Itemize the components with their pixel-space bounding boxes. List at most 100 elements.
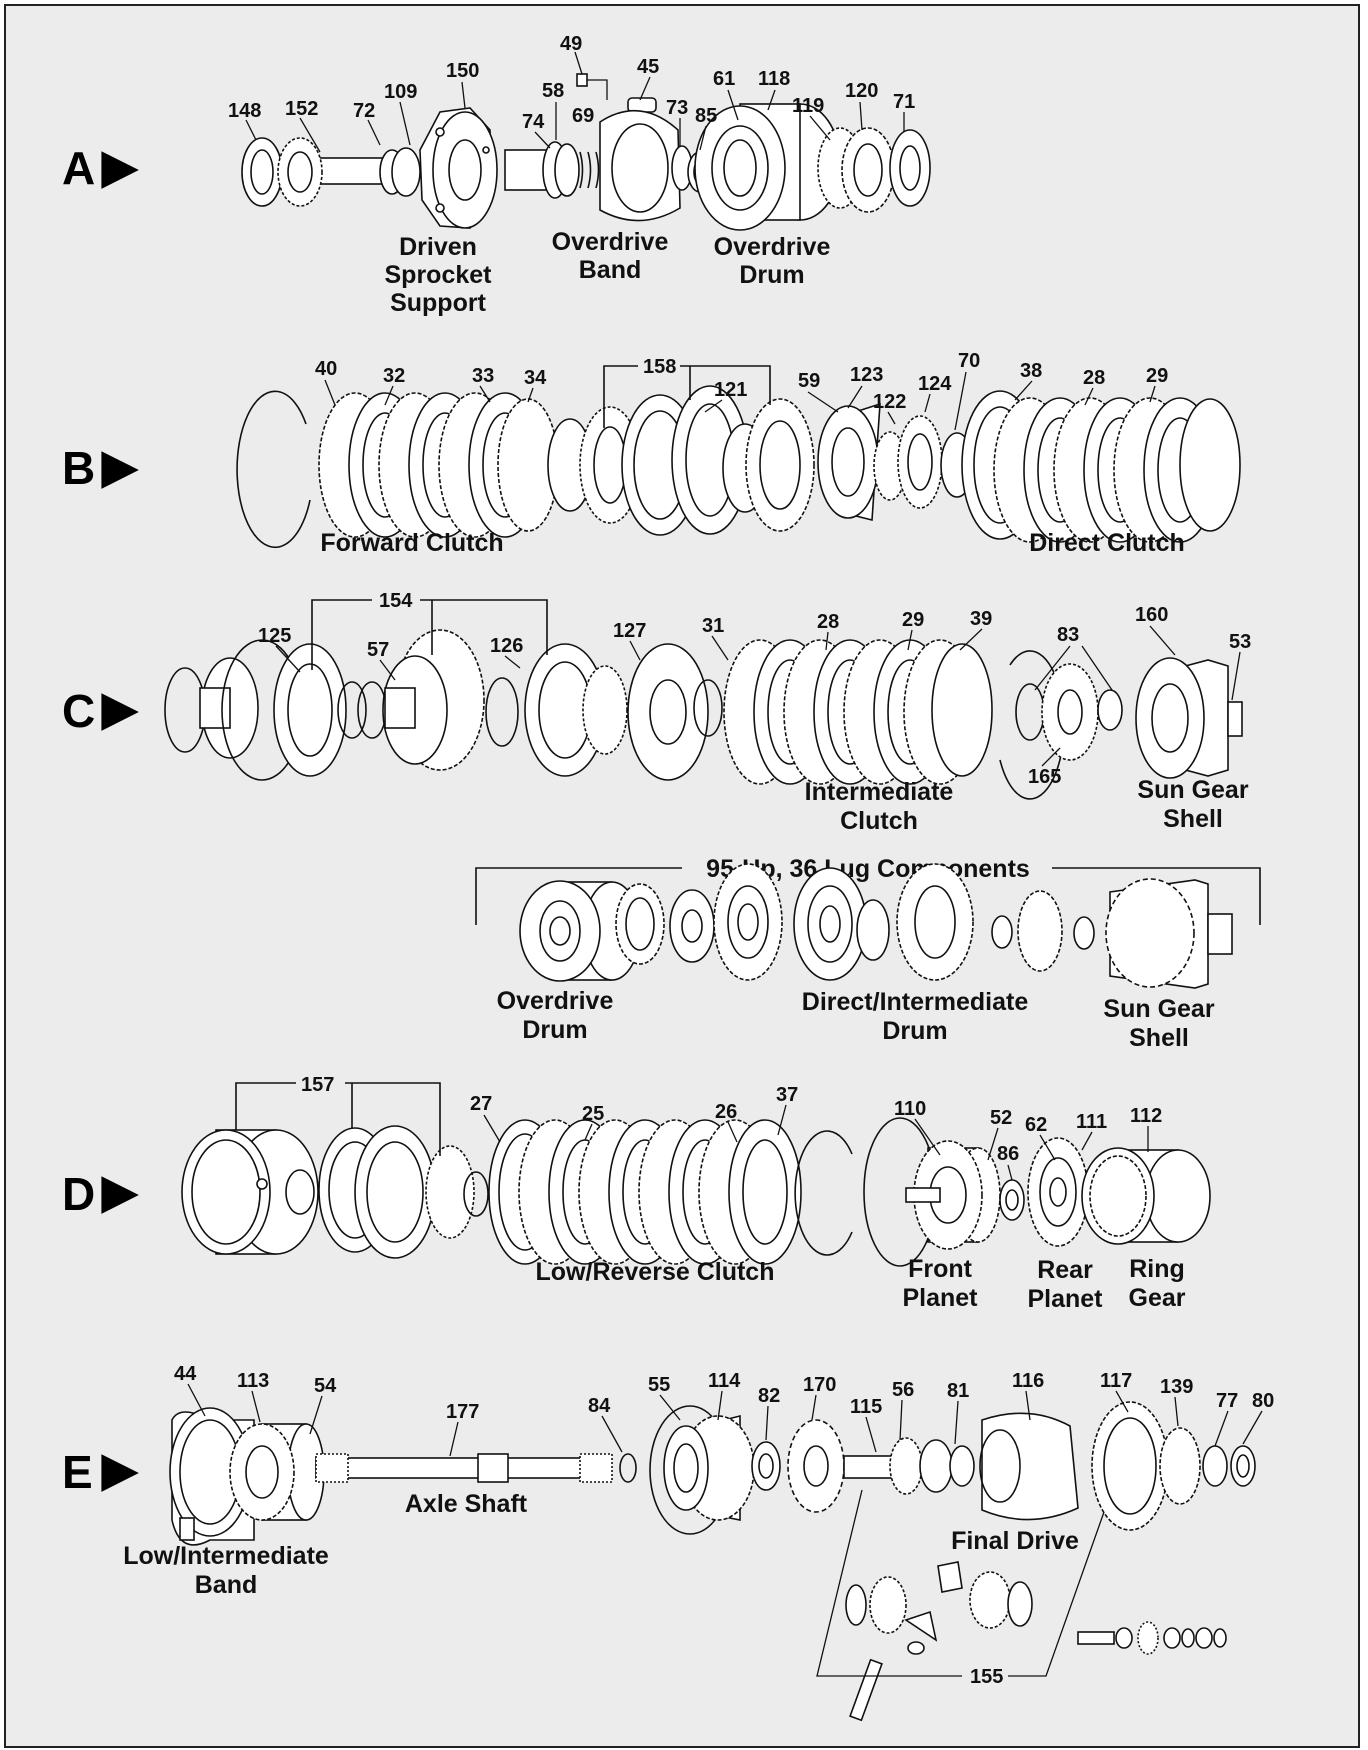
caption-sun-gear-shell-2: Shell [1163,805,1223,833]
callout-26: 26 [715,1101,737,1123]
section-a-captions: Driven Sprocket Support Overdrive Band O… [385,228,831,317]
caption-overdrive-drum-95-1: Overdrive [497,987,614,1015]
callout-80: 80 [1252,1390,1274,1412]
callout-119: 119 [792,95,824,117]
caption-final-drive: Final Drive [951,1527,1079,1555]
caption-low-intermediate-band-2: Band [195,1571,258,1599]
section-a: A ▶ [62,33,931,317]
caption-direct-intermediate-drum-2: Drum [882,1017,947,1045]
callout-126: 126 [490,635,523,657]
caption-driven-sprocket-support-1: Driven [399,233,477,261]
callout-150: 150 [446,60,479,82]
callout-170: 170 [803,1374,836,1396]
callout-49: 49 [560,33,582,55]
callout-52: 52 [990,1107,1012,1129]
section-c-callouts: 125 154 57 126 127 31 28 29 39 83 160 53… [258,590,1251,788]
caption-overdrive-drum-95-2: Drum [522,1016,587,1044]
callout-39: 39 [970,608,992,630]
section-d-arrow-icon: ▶ [101,1165,139,1217]
caption-overdrive-drum-2: Drum [739,261,804,289]
callout-28: 28 [817,611,839,633]
section-b-parts [236,385,1241,549]
callout-154: 154 [379,590,413,612]
callout-34: 34 [524,367,547,389]
caption-driven-sprocket-support-3: Support [390,289,486,317]
caption-front-planet-1: Front [908,1255,973,1283]
callout-155: 155 [970,1666,1003,1688]
section-c-captions: Intermediate Clutch Sun Gear Shell [805,776,1249,835]
section-b-captions: Forward Clutch Direct Clutch [320,529,1184,557]
section-a-arrow-icon: ▶ [101,140,139,192]
caption-axle-shaft: Axle Shaft [405,1490,528,1518]
callout-56: 56 [892,1379,914,1401]
callout-72: 72 [353,100,375,122]
callout-55: 55 [648,1374,670,1396]
callout-111: 111 [1076,1111,1107,1133]
caption-rear-planet-2: Planet [1027,1285,1103,1313]
callout-59: 59 [798,370,820,392]
callout-74: 74 [522,111,545,133]
callout-86: 86 [997,1143,1019,1165]
callout-29: 29 [1146,365,1168,387]
section-e-letter: E [62,1446,93,1498]
section-e-captions: Axle Shaft Low/Intermediate Band Final D… [123,1490,1079,1599]
callout-70: 70 [958,350,980,372]
callout-118: 118 [758,68,790,90]
callout-25: 25 [582,1103,604,1125]
callout-28: 28 [1083,367,1105,389]
section-c-letter: C [62,685,95,737]
callout-61: 61 [713,68,735,90]
callout-109: 109 [384,81,417,103]
callout-127: 127 [613,620,646,642]
callout-158: 158 [643,356,676,378]
group-95-up-captions: Overdrive Drum Direct/Intermediate Drum … [497,987,1215,1052]
callout-120: 120 [845,80,878,102]
callout-77: 77 [1216,1390,1238,1412]
section-d: D ▶ [62,1074,1211,1313]
caption-rear-planet-1: Rear [1037,1256,1093,1284]
section-b-callouts: 40 32 33 34 158 121 59 123 122 124 70 38… [315,350,1168,431]
callout-121: 121 [714,379,747,401]
callout-165: 165 [1028,766,1061,788]
callout-117: 117 [1100,1370,1132,1392]
caption-direct-intermediate-drum-1: Direct/Intermediate [802,988,1029,1016]
section-e: E ▶ [62,1363,1274,1722]
callout-122: 122 [873,391,906,413]
section-d-callouts: 157 27 25 26 37 110 52 86 62 111 112 [235,1074,1162,1181]
callout-110: 110 [894,1098,926,1120]
callout-29: 29 [902,609,924,631]
caption-sun-gear-shell-95-1: Sun Gear [1103,995,1214,1023]
caption-overdrive-band-2: Band [579,256,642,284]
callout-115: 115 [850,1396,882,1418]
section-e-callouts: 44 113 54 177 84 55 114 82 170 115 56 81… [174,1363,1274,1688]
callout-57: 57 [367,639,389,661]
callout-32: 32 [383,365,405,387]
section-c-parts [164,629,1243,800]
callout-71: 71 [893,91,915,113]
callout-81: 81 [947,1380,969,1402]
section-b-letter: B [62,442,95,494]
caption-ring-gear-2: Gear [1129,1284,1186,1312]
callout-27: 27 [470,1093,492,1115]
callout-84: 84 [588,1395,611,1417]
callout-139: 139 [1160,1376,1193,1398]
caption-intermediate-clutch-1: Intermediate [805,778,954,806]
section-c: C ▶ [62,590,1251,835]
callout-160: 160 [1135,604,1168,626]
caption-overdrive-drum-1: Overdrive [714,233,831,261]
section-c-arrow-icon: ▶ [101,682,139,734]
callout-58: 58 [542,80,564,102]
section-a-callouts: 148 152 72 109 150 74 58 49 69 45 73 85 … [228,33,915,153]
caption-sun-gear-shell-95-2: Shell [1129,1024,1189,1052]
section-d-parts [181,1117,1211,1267]
callout-73: 73 [666,97,688,119]
caption-overdrive-band-1: Overdrive [552,228,669,256]
callout-38: 38 [1020,360,1042,382]
callout-123: 123 [850,364,883,386]
section-b-arrow-icon: ▶ [101,440,139,492]
caption-sun-gear-shell-1: Sun Gear [1137,776,1248,804]
group-95-up-36-lug: 95-Up, 36 Lug Components Overdrive Drum … [475,855,1261,1052]
callout-124: 124 [918,373,952,395]
callout-53: 53 [1229,631,1251,653]
